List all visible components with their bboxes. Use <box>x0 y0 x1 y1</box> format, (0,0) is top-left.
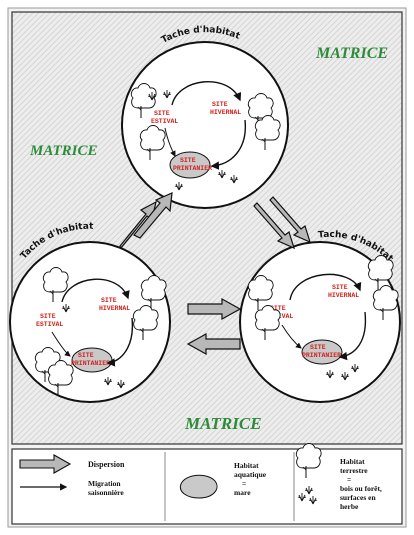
site-estival-left-2: ESTIVAL <box>36 321 63 328</box>
site-estival-right-1: SITE <box>270 305 286 312</box>
legend-migration-2: saisonnière <box>88 488 124 497</box>
site-estival-left-1: SITE <box>40 313 56 320</box>
legend-terrestrial-3: = <box>347 475 351 484</box>
site-estival-top-2: ESTIVAL <box>151 118 178 125</box>
site-hivernal-right-2: HIVERNAL <box>328 292 359 299</box>
site-estival-top-1: SITE <box>154 110 170 117</box>
dispersion-arrows <box>119 192 311 356</box>
site-hivernal-top-2: HIVERNAL <box>210 109 241 116</box>
dispersion-arrow-icon <box>19 454 72 474</box>
site-hivernal-right-1: SITE <box>332 284 348 291</box>
legend-terrestrial-2: terrestre <box>340 466 368 475</box>
site-hivernal-left-1: SITE <box>101 297 117 304</box>
legend-dispersion: Dispersion <box>88 460 125 469</box>
legend-aquatic-4: mare <box>234 488 251 497</box>
legend: Dispersion Migration saisonnière Habitat… <box>11 443 403 525</box>
legend-terrestrial-4: bois ou forêt, <box>340 484 382 493</box>
legend-aquatic-2: aquatique <box>234 470 267 479</box>
site-printanier-right-2: PRINTANIER <box>302 352 341 359</box>
pond-icon <box>179 474 218 499</box>
site-printanier-top-1: SITE <box>180 157 196 164</box>
site-printanier-left-1: SITE <box>78 352 94 359</box>
site-hivernal-left-2: HIVERNAL <box>99 305 130 312</box>
legend-aquatic-3: = <box>242 479 246 488</box>
site-printanier-top-2: PRINTANIER <box>173 165 212 172</box>
legend-terrestrial-1: Habitat <box>340 457 365 466</box>
matrix-label-top: MATRICE <box>315 45 388 62</box>
site-printanier-right-1: SITE <box>310 344 326 351</box>
matrix-label-left: MATRICE <box>29 143 98 159</box>
legend-terrestrial-5: surfaces en <box>340 493 376 502</box>
site-printanier-left-2: PRINTANIER <box>71 360 110 367</box>
habitat-patch-top: Tache d'habitat SITE PRINTANIER SITE HIV… <box>121 25 289 209</box>
legend-aquatic-1: Habitat <box>234 461 259 470</box>
legend-migration-1: Migration <box>88 479 121 488</box>
legend-terrestrial-6: herbe <box>340 502 359 511</box>
pond-top <box>169 151 211 179</box>
matrix-label-bottom: MATRICE <box>184 414 262 433</box>
site-hivernal-top-1: SITE <box>212 101 228 108</box>
